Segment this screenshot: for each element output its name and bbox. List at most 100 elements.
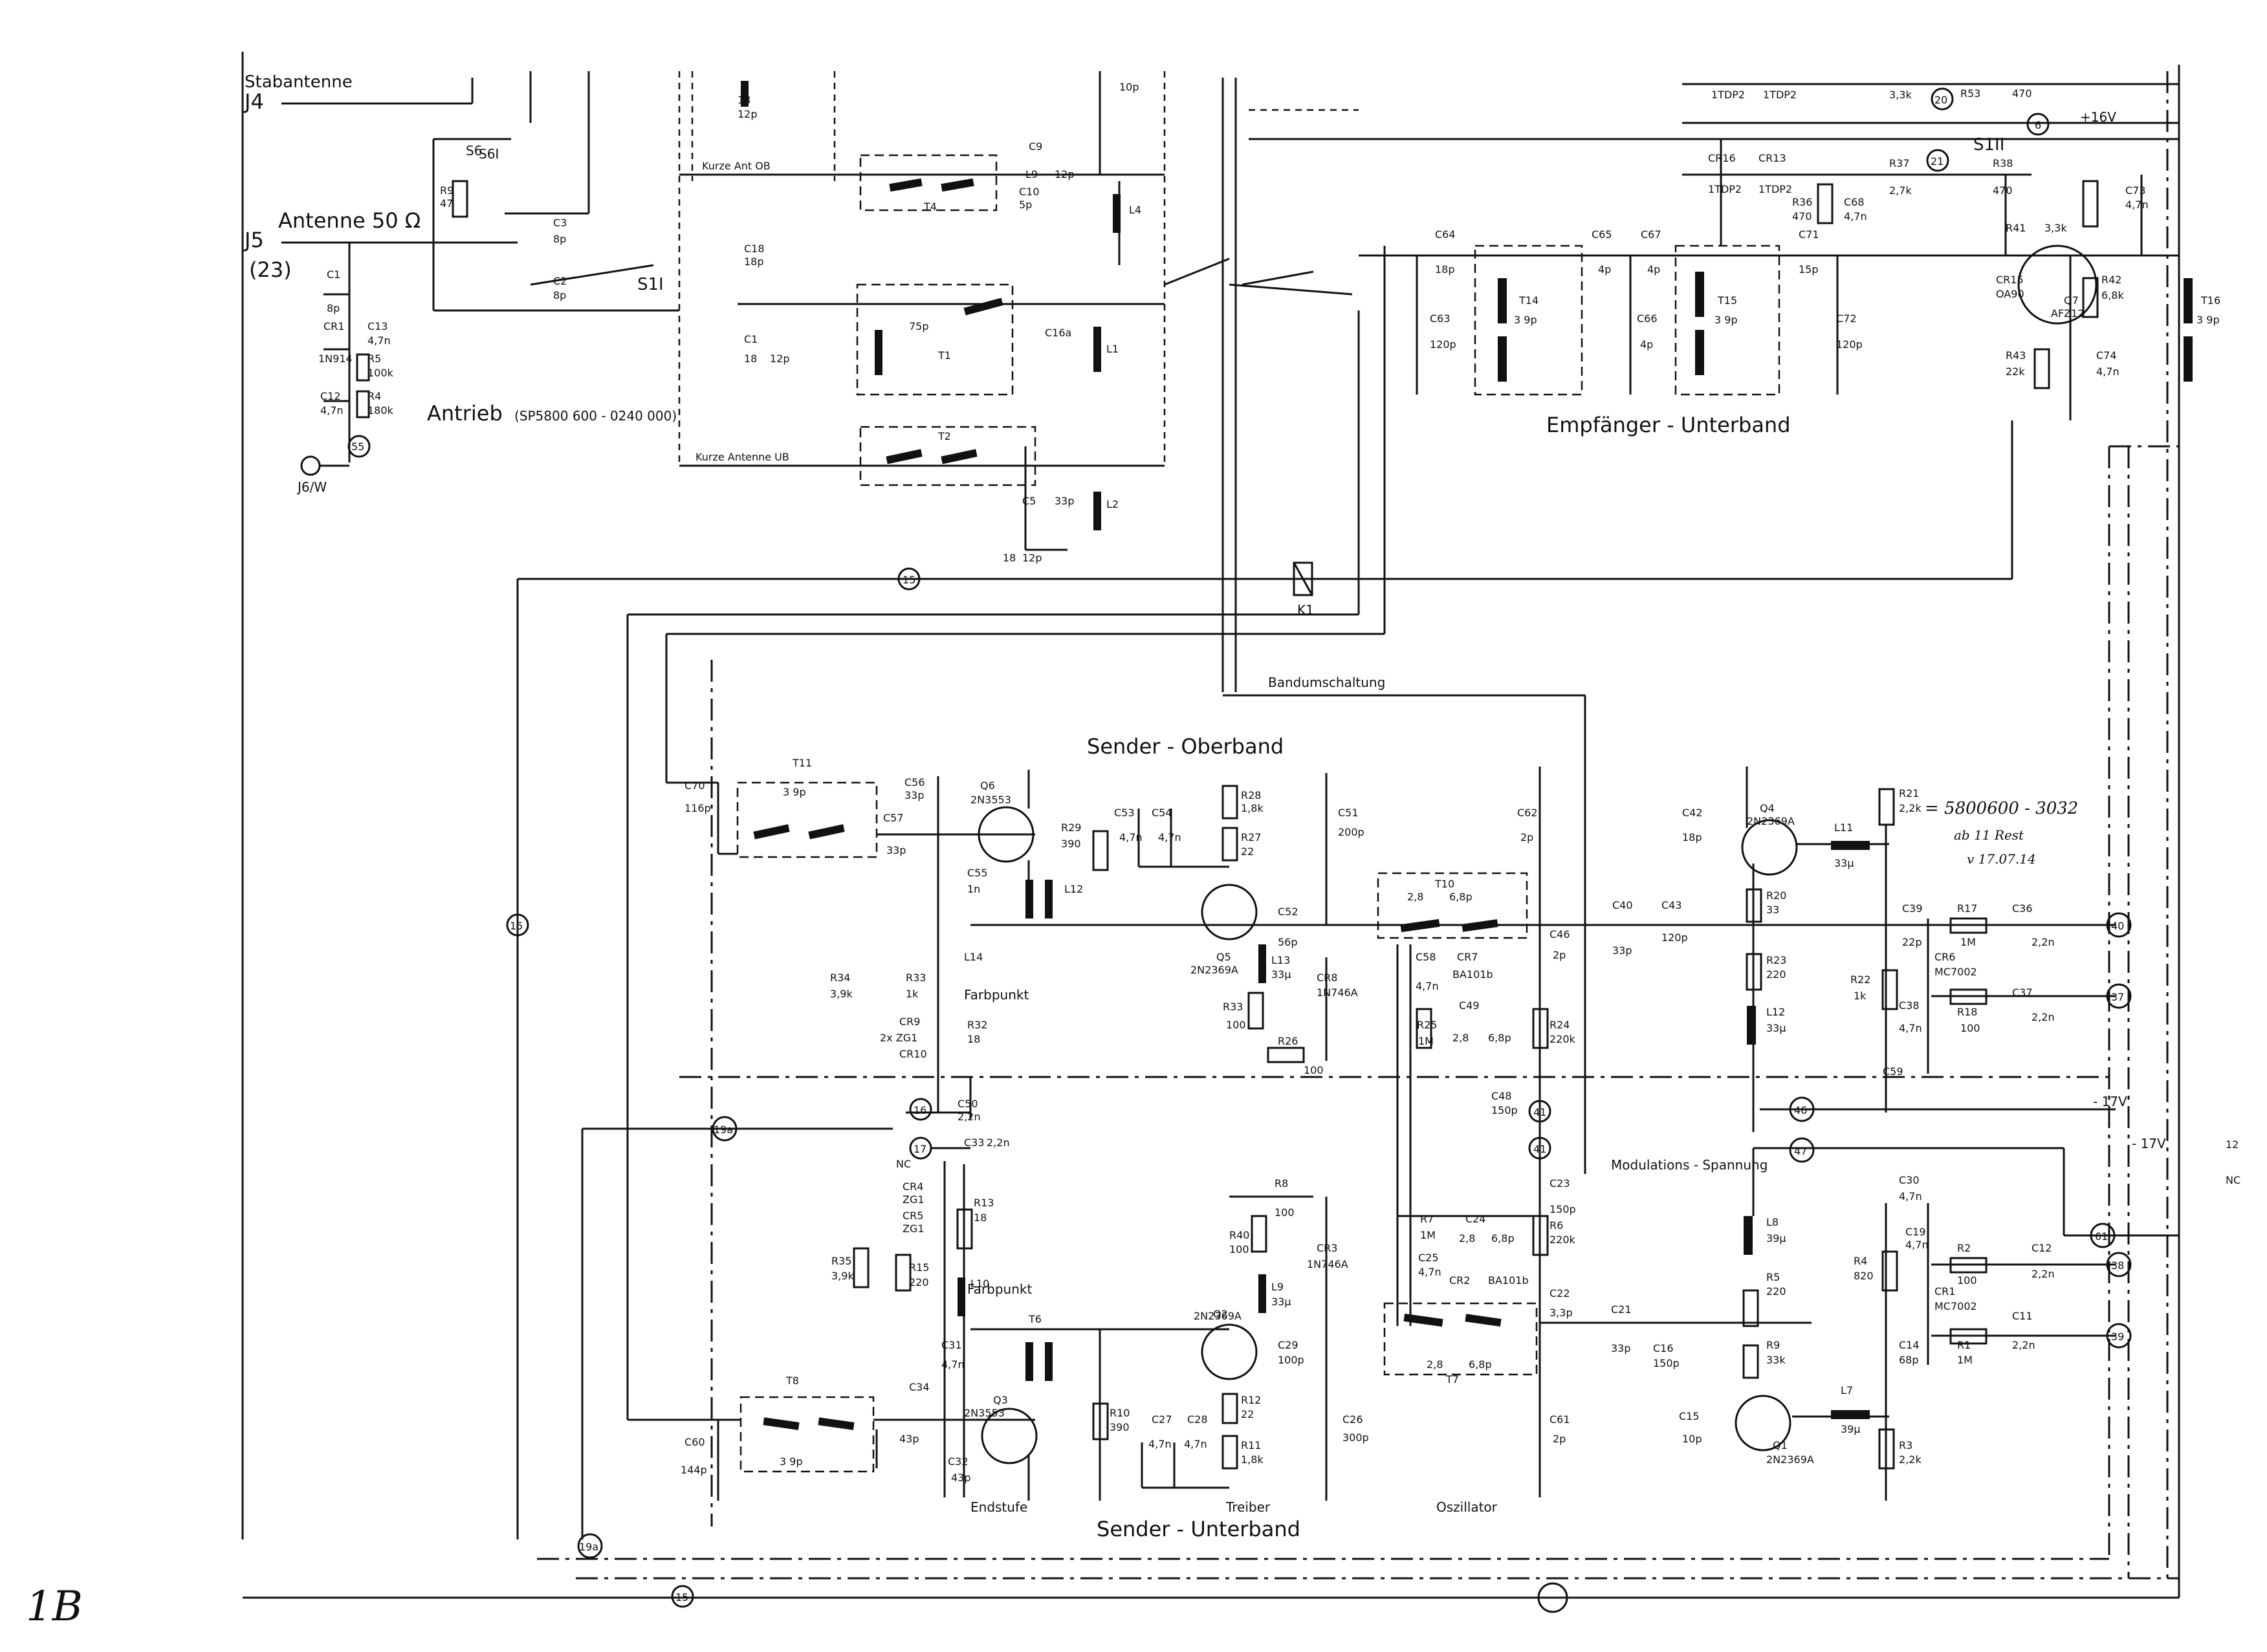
label-t10-a: 2,8: [1407, 891, 1423, 903]
label-j6w: J6/W: [296, 479, 327, 495]
label-c26-val: 300p: [1342, 1431, 1369, 1444]
label-c73: C73: [2125, 184, 2146, 197]
label-t1-cap: 75p: [909, 320, 929, 332]
label-r53: R53: [1960, 87, 1980, 100]
label-cr7-val: BA101b: [1452, 968, 1493, 981]
label-c55: C55: [967, 867, 988, 879]
label-q5-val: 2N2369A: [1190, 964, 1238, 976]
terminal-38: 38: [2111, 1259, 2124, 1272]
label-c67-val: 4p: [1647, 263, 1660, 276]
label-r25-val: 1M: [1418, 1035, 1434, 1047]
note-line2: ab 11 Rest: [1954, 827, 2024, 843]
label-r23: R23: [1766, 954, 1786, 966]
label-c11-val: 2,2n: [2012, 1339, 2035, 1351]
label-r26-val: 100: [1304, 1064, 1324, 1076]
label-cr8-val: 1N746A: [1317, 986, 1358, 999]
label-c43: C43: [1661, 899, 1682, 911]
label-c25: C25: [1418, 1252, 1439, 1264]
label-cr3-val: 1N746A: [1307, 1258, 1348, 1270]
label-farbpunkt-top: Farbpunkt: [964, 987, 1029, 1003]
label-l13: L13: [1271, 954, 1290, 966]
label-l7-val: 39µ: [1841, 1423, 1861, 1435]
label-c42: C42: [1682, 807, 1703, 819]
label-cr2-val: BA101b: [1488, 1274, 1529, 1287]
label-empfaenger-unterband: Empfänger - Unterband: [1546, 413, 1791, 437]
label-r29: R29: [1061, 821, 1081, 834]
label-q7: Q7: [2064, 294, 2079, 307]
terminal-46: 46: [1794, 1104, 1807, 1116]
label-c12: C12: [320, 390, 341, 402]
label-c13: C13: [367, 320, 388, 332]
label-q2: Q2: [1213, 1308, 1228, 1320]
label-c15-val: 10p: [1682, 1433, 1702, 1445]
label-r38: R38: [1993, 157, 2013, 169]
label-t7-b: 6,8p: [1469, 1358, 1492, 1371]
label-r4b: R4: [1854, 1255, 1867, 1267]
label-r43-val: 22k: [2006, 365, 2025, 378]
label-c18: C18: [744, 243, 765, 255]
label-t2: T2: [937, 430, 951, 442]
label-r28: R28: [1241, 789, 1261, 801]
label-cr2: CR2: [1449, 1274, 1470, 1287]
label-c27-val: 4,7n: [1148, 1438, 1172, 1450]
terminal-17: 17: [914, 1143, 926, 1155]
label-r41-val: 3,3k: [2044, 222, 2067, 234]
terminal-16: 16: [914, 1104, 926, 1116]
label-cr8: CR8: [1317, 972, 1337, 984]
label-c34-val: 43p: [899, 1433, 919, 1445]
label-c65: C65: [1592, 228, 1612, 241]
label-r32-val: 18: [967, 1033, 980, 1045]
label-q6: Q6: [980, 779, 995, 792]
label-c28-val: 4,7n: [1184, 1438, 1207, 1450]
frame: [241, 52, 2180, 1599]
label-l1: L1: [1106, 343, 1119, 355]
rf-selector: Kurze Ant OB Kurze Antenne UB C18 18p C9…: [678, 71, 1166, 564]
label-c60-val: 144p: [681, 1464, 707, 1476]
terminal-19a-top: 19a: [714, 1124, 733, 1136]
label-ub-b: 12p: [1022, 552, 1042, 564]
label-c63-val: 120p: [1430, 338, 1456, 351]
label-r12: R12: [1241, 1394, 1261, 1406]
terminal-55: 55: [351, 440, 364, 453]
label-c46: C46: [1550, 928, 1570, 940]
label-cr13: CR13: [1758, 152, 1786, 164]
label-c31: C31: [941, 1339, 962, 1351]
label-r35-val: 3,9k: [831, 1270, 854, 1282]
label-c5: C5: [1022, 495, 1036, 507]
label-r6: R6: [1550, 1219, 1563, 1232]
label-t11: T11: [792, 757, 812, 769]
label-r23-val: 220: [1766, 968, 1786, 981]
label-c14-val: 68p: [1899, 1354, 1919, 1366]
label-cr1b: CR1: [1934, 1285, 1955, 1298]
label-r33-val: 1k: [906, 988, 919, 1000]
label-r38-val: 470: [1993, 184, 2013, 197]
label-c10: C10: [1019, 186, 1040, 198]
sender-oberband: Sender - Oberband: [581, 734, 2166, 1539]
label-c24-a: 2,8: [1459, 1232, 1475, 1244]
label-t16-val: 3 9p: [2196, 314, 2220, 326]
label-r34-val: 3,9k: [830, 988, 853, 1000]
label-t8-val: 3 9p: [780, 1455, 803, 1468]
label-q3-val: 2N3553: [964, 1407, 1005, 1419]
label-l12-val: 33µ: [1766, 1022, 1786, 1034]
label-c59: C59: [1883, 1065, 1903, 1078]
label-c1b-a: 18: [744, 353, 757, 365]
label-r43: R43: [2006, 349, 2026, 362]
label-c2: C2: [553, 275, 567, 287]
label-r36: R36: [1792, 196, 1812, 208]
label-r2: R2: [1957, 1242, 1971, 1254]
terminal-47: 47: [1794, 1145, 1807, 1157]
supply-minus17a: - 17V: [2093, 1094, 2127, 1109]
label-c55-val: 1n: [967, 883, 980, 895]
label-r53-val: 470: [2012, 87, 2032, 100]
label-r28-val: 1,8k: [1241, 802, 1264, 814]
label-nc-right: NC: [2226, 1174, 2240, 1186]
label-c21: C21: [1611, 1303, 1632, 1316]
label-r15: R15: [909, 1261, 929, 1274]
label-r13-val: 18: [974, 1212, 987, 1224]
label-r7: R7: [1420, 1213, 1434, 1225]
label-c22-val: 3,3p: [1550, 1307, 1573, 1319]
label-c58-val: 4,7n: [1416, 980, 1439, 992]
label-c66: C66: [1637, 312, 1658, 325]
